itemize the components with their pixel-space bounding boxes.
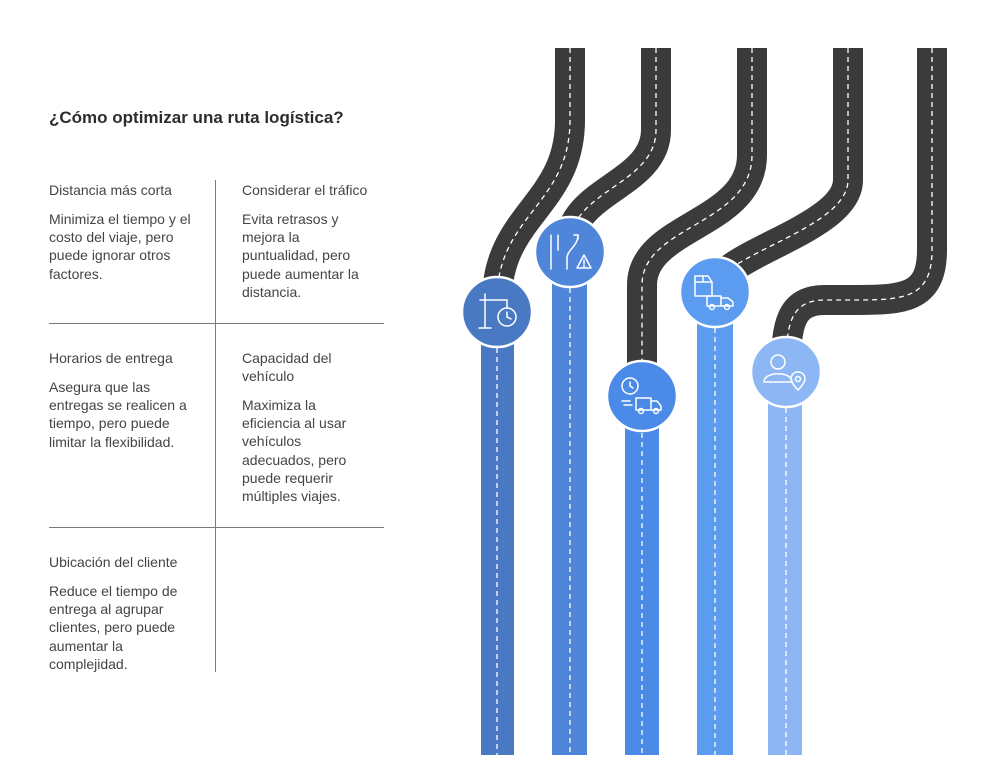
page-title: ¿Cómo optimizar una ruta logística? — [49, 108, 344, 127]
signpost-clock-icon — [460, 275, 534, 349]
option-description: Evita retrasos y mejora la puntualidad, … — [242, 211, 359, 300]
road-warning-icon — [533, 215, 607, 289]
grid-row-divider-1 — [49, 323, 384, 324]
option-heading: Considerar el tráfico — [242, 182, 368, 198]
option-heading: Distancia más corta — [49, 182, 172, 198]
option-vehicle-capacity: Capacidad del vehículo Maximiza la efici… — [242, 349, 360, 505]
route-column-5 — [768, 370, 802, 755]
option-heading: Horarios de entrega — [49, 350, 173, 366]
option-distance: Distancia más corta Minimiza el tiempo y… — [49, 181, 199, 283]
option-description: Reduce el tiempo de entrega al agrupar c… — [49, 583, 178, 672]
route-column-4 — [697, 292, 733, 755]
option-traffic: Considerar el tráfico Evita retrasos y m… — [242, 181, 380, 301]
option-description: Maximiza la eficiencia al usar vehículos… — [242, 397, 347, 505]
option-description: Minimiza el tiempo y el costo del viaje,… — [49, 211, 191, 282]
clock-delivery-truck-icon — [605, 359, 679, 433]
customer-location-icon — [749, 335, 823, 409]
option-description: Asegura que las entregas se realicen a t… — [49, 379, 187, 450]
road-5 — [771, 48, 947, 371]
grid-vertical-divider — [215, 180, 216, 672]
grid-row-divider-2 — [49, 527, 384, 528]
option-heading: Capacidad del vehículo — [242, 350, 332, 384]
route-column-3 — [625, 396, 659, 755]
option-delivery-schedule: Horarios de entrega Asegura que las entr… — [49, 349, 199, 451]
package-truck-icon — [678, 255, 752, 329]
option-heading: Ubicación del cliente — [49, 554, 178, 570]
option-customer-location: Ubicación del cliente Reduce el tiempo d… — [49, 553, 194, 673]
